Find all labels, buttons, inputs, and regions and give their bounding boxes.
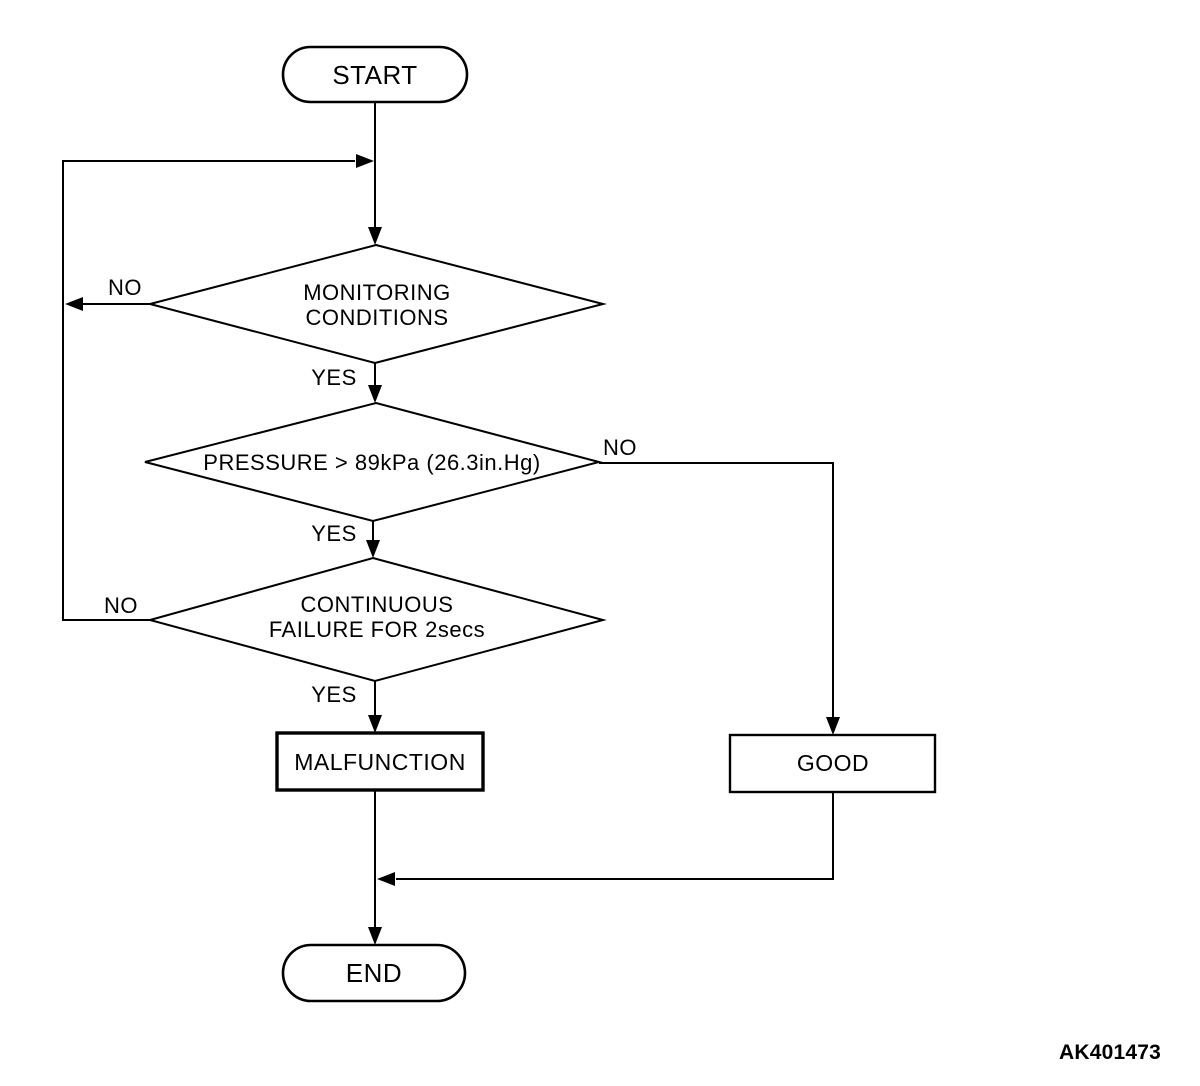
arrowhead-good-merge (377, 872, 395, 886)
edge-loop-return (62, 160, 355, 621)
edge-good-merge (396, 792, 834, 880)
node-monitoring-label-line2: CONDITIONS (305, 305, 448, 330)
branch-label-monitoring-yes: YES (311, 365, 357, 390)
branch-label-continuous-yes: YES (311, 682, 357, 707)
branch-label-continuous-no: NO (104, 593, 138, 618)
node-continuous-failure (146, 556, 607, 683)
arrowhead-into-end (368, 927, 382, 945)
arrowhead-into-good (826, 717, 840, 735)
node-monitoring-conditions (146, 243, 607, 365)
figure-code: AK401473 (1059, 1041, 1161, 1064)
branch-label-monitoring-no: NO (108, 275, 142, 300)
arrowhead-loop-into-main (356, 154, 374, 168)
branch-label-pressure-yes: YES (311, 521, 357, 546)
node-end-label: END (346, 958, 402, 988)
arrowhead-into-continuous (366, 540, 380, 558)
node-monitoring-label-line1: MONITORING (303, 280, 451, 305)
arrowhead-into-pressure (368, 385, 382, 403)
node-pressure-check (144, 401, 603, 523)
node-continuous-label-line2: FAILURE FOR 2secs (269, 617, 485, 642)
node-good-label: GOOD (797, 750, 869, 776)
node-malfunction-label: MALFUNCTION (294, 749, 466, 775)
arrowhead-monitoring-no (65, 297, 83, 311)
node-start (281, 45, 469, 104)
branch-label-pressure-no: NO (603, 435, 637, 460)
node-pressure-label: PRESSURE > 89kPa (26.3in.Hg) (203, 450, 540, 475)
arrowhead-into-malfunction (368, 715, 382, 733)
node-good (728, 733, 937, 794)
node-continuous-label-line1: CONTINUOUS (301, 592, 454, 617)
edge-pressure-no (599, 462, 834, 718)
node-end (281, 943, 467, 1003)
arrowhead-into-monitoring (368, 227, 382, 245)
node-malfunction (275, 731, 485, 792)
node-start-label: START (332, 60, 417, 90)
